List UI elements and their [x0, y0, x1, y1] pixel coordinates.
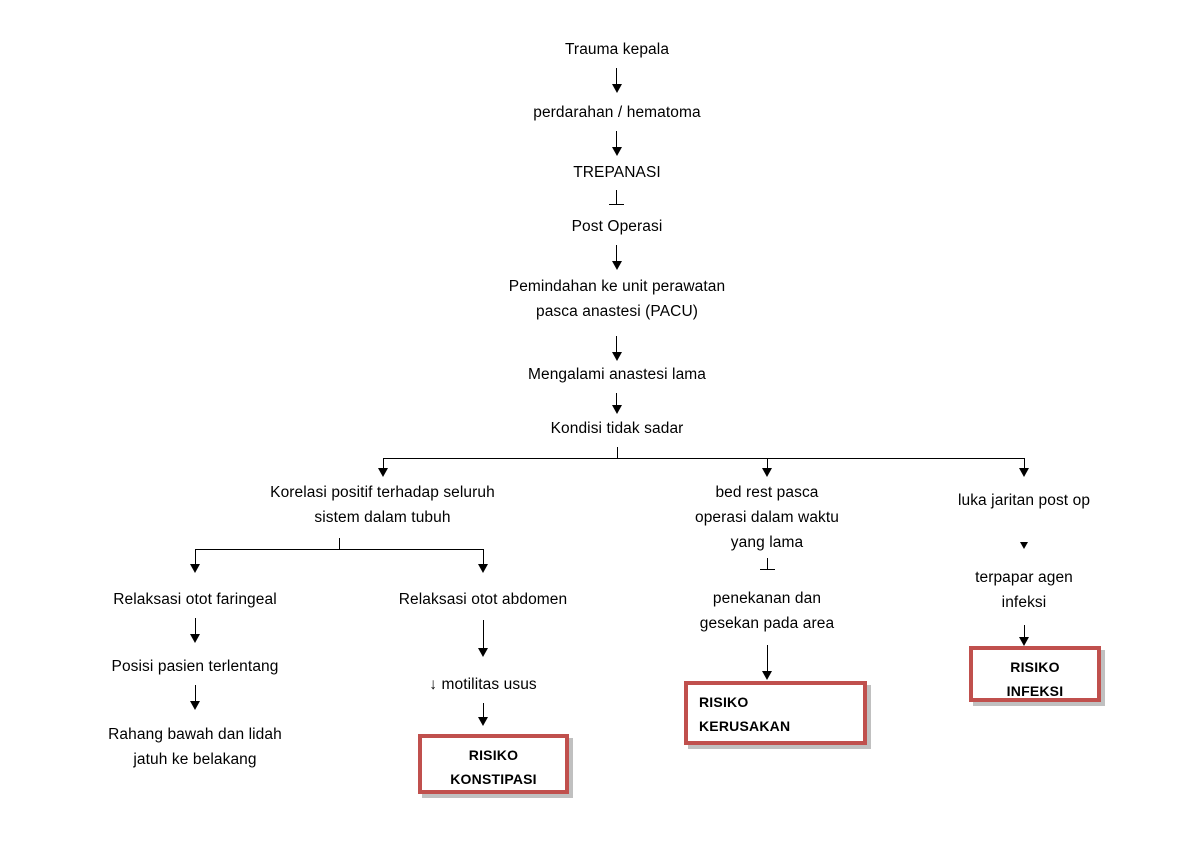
split-bus-drop-stem	[616, 447, 618, 459]
risk-box-konstipasi-label: RISIKO KONSTIPASI	[450, 747, 537, 788]
connector-terlentang-arrow-icon	[189, 701, 200, 710]
node-pemindahan-pacu: Pemindahan ke unit perawatan pasca anast…	[508, 278, 726, 321]
left-subsplit-leg-b	[483, 549, 484, 566]
risk-box-infeksi[interactable]: RISIKO INFEKSI	[969, 646, 1101, 702]
left-subsplit-leg-b-arrow-icon	[477, 564, 488, 573]
node-relaksasi-otot-faringeal: Relaksasi otot faringeal	[113, 591, 277, 608]
connector-abdomen-stem	[483, 620, 484, 650]
connector-terpapar-arrow-icon	[1018, 637, 1029, 646]
connector-motilitas-arrow-icon	[477, 717, 488, 726]
connector-4-arrow-icon	[611, 261, 622, 270]
node-relaksasi-otot-abdomen: Relaksasi otot abdomen	[398, 591, 568, 608]
connector-1-stem	[616, 68, 617, 86]
connector-4-stem	[616, 245, 617, 263]
risk-box-kerusakan[interactable]: RISIKO KERUSAKAN	[684, 681, 867, 745]
split-bus-horizontal	[383, 458, 1025, 459]
connector-3-arrow-icon	[609, 204, 624, 205]
connector-motilitas-stem	[483, 703, 484, 719]
left-subsplit-leg-a	[195, 549, 196, 566]
connector-6-arrow-icon	[611, 405, 622, 414]
connector-2-stem	[616, 131, 617, 149]
split-leg-middle	[767, 458, 768, 470]
risk-box-infeksi-label: RISIKO INFEKSI	[1006, 659, 1064, 700]
split-leg-left	[383, 458, 384, 470]
node-terpapar-agen-infeksi: terpapar agen infeksi	[975, 569, 1073, 612]
connector-faringeal-arrow-icon	[189, 634, 200, 643]
node-bed-rest-pasca-operasi: bed rest pasca operasi dalam waktu yang …	[694, 484, 840, 552]
node-trepanasi: TREPANASI	[573, 164, 661, 181]
connector-terpapar-stem	[1024, 625, 1025, 639]
node-motilitas-usus: ↓ motilitas usus	[429, 676, 537, 693]
connector-faringeal-stem	[195, 618, 196, 636]
connector-penekanan-arrow-icon	[761, 671, 772, 680]
connector-3-stem	[616, 190, 617, 205]
connector-2-arrow-icon	[611, 147, 622, 156]
left-subsplit-horizontal	[195, 549, 483, 550]
node-post-operasi: Post Operasi	[571, 218, 663, 235]
split-leg-left-arrow-icon	[377, 468, 388, 477]
left-subsplit-drop-stem	[339, 538, 340, 549]
connector-terlentang-stem	[195, 685, 196, 703]
node-korelasi-positif: Korelasi positif terhadap seluruh sistem…	[270, 484, 495, 527]
risk-box-konstipasi[interactable]: RISIKO KONSTIPASI	[418, 734, 569, 794]
connector-luka-triangle-icon	[1019, 542, 1028, 549]
node-rahang-bawah-lidah: Rahang bawah dan lidah jatuh ke belakang	[108, 726, 282, 769]
connector-bedrest-stem	[767, 558, 768, 570]
split-leg-right	[1024, 458, 1025, 470]
connector-bedrest-arrow-icon	[760, 569, 775, 570]
connector-5-stem	[616, 336, 617, 354]
node-perdarahan-hematoma: perdarahan / hematoma	[533, 104, 701, 121]
split-leg-right-arrow-icon	[1018, 468, 1029, 477]
split-leg-middle-arrow-icon	[761, 468, 772, 477]
connector-penekanan-stem	[767, 645, 768, 673]
node-posisi-pasien-terlentang: Posisi pasien terlentang	[111, 658, 279, 675]
connector-1-arrow-icon	[611, 84, 622, 93]
risk-box-kerusakan-label: RISIKO KERUSAKAN	[699, 694, 791, 735]
node-kondisi-tidak-sadar: Kondisi tidak sadar	[550, 420, 684, 437]
connector-6-stem	[616, 393, 617, 408]
node-anastesi-lama: Mengalami anastesi lama	[527, 366, 707, 383]
node-trauma-kepala: Trauma kepala	[564, 41, 670, 58]
node-luka-jaritan-post-op: luka jaritan post op	[957, 492, 1091, 509]
connector-abdomen-arrow-icon	[477, 648, 488, 657]
left-subsplit-leg-a-arrow-icon	[189, 564, 200, 573]
connector-5-arrow-icon	[611, 352, 622, 361]
node-penekanan-gesekan: penekanan dan gesekan pada area	[699, 590, 835, 633]
